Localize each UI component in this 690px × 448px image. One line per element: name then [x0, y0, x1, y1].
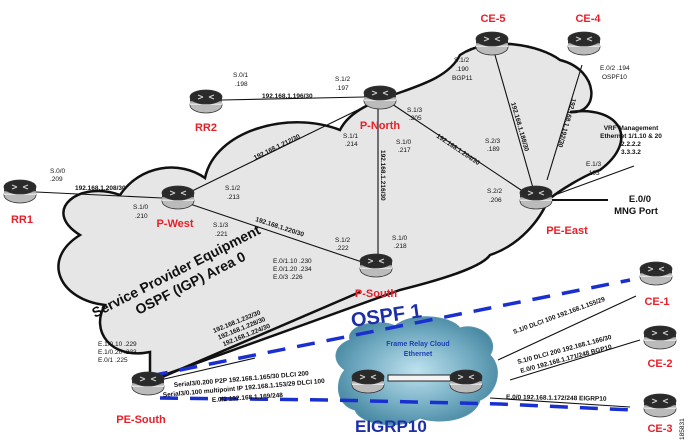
if-pnorth-peeast-name: S.1/3 — [407, 107, 423, 114]
subnet-rr1-pwest: 192.168.1.208/30 — [75, 185, 126, 192]
if-rr1-name: S.0/0 — [50, 168, 66, 175]
pe-south-link-labels: Serial3/0.200 P2P 192.168.1.165/30 DLCI … — [163, 370, 326, 404]
vrf-mgmt-interface: Ethernet 1/1.10 & 20 — [600, 133, 662, 140]
router-p-north[interactable] — [363, 85, 397, 110]
links — [35, 54, 641, 408]
ce-1-label: CE-1 — [644, 296, 669, 308]
router-p-south[interactable] — [359, 253, 393, 278]
p-north-label: P-North — [360, 120, 401, 132]
ce-2-label: CE-2 — [647, 358, 672, 370]
if-pwest-psouth-ip: .221 — [215, 231, 228, 238]
router-frame-relay-left[interactable] — [351, 369, 385, 394]
if-pesouth-eth-1: E.1/0.10 .229 — [98, 341, 137, 348]
if-psouth-pwest-ip: .222 — [336, 245, 349, 252]
pe-south-label: PE-South — [116, 414, 166, 426]
pe-south-e02: E.0/2 192.168.1.169/248 — [212, 392, 284, 404]
interface-labels: S.0/0 .209 S.0/1 .198 S.1/2 .197 S.1/1 .… — [50, 57, 662, 364]
router-labels: RR1 RR2 P-North P-West P-South PE-East P… — [11, 13, 673, 435]
if-peeast-e13-ip: .193 — [587, 170, 600, 177]
if-pesouth-eth-2: E.1/0.20 .233 — [98, 349, 137, 356]
ce-4-label: CE-4 — [575, 13, 601, 25]
if-psouth-pnorth-name: S.1/0 — [392, 235, 408, 242]
if-psouth-pwest-name: S.1/2 — [335, 237, 351, 244]
if-pwest-pnorth-name: S.1/2 — [225, 185, 241, 192]
figure-id: 185831 — [679, 418, 686, 440]
router-ce-4[interactable] — [567, 31, 601, 56]
rr2-label: RR2 — [195, 122, 217, 134]
if-pnorth-psouth-name: S.1/0 — [396, 139, 412, 146]
ce-3-label: CE-3 — [647, 423, 672, 435]
subnet-pnorth-psouth: 192.168.1.216/30 — [379, 150, 386, 201]
if-pesouth-eth-3: E.0/1 .225 — [98, 357, 128, 364]
ce3-link-label: E.0/0 192.168.1.172/248 EIGRP10 — [506, 394, 607, 403]
if-ce5-name: S.1/2 — [454, 57, 470, 64]
if-peeast-pnorth-ip: .206 — [489, 197, 502, 204]
eigrp-label: EIGRP10 — [355, 417, 427, 436]
router-ce-3[interactable] — [643, 393, 677, 418]
if-pnorth-peeast-ip: .205 — [409, 115, 422, 122]
subnet-rr2-pnorth: 192.168.1.196/30 — [262, 93, 313, 100]
if-pnorth-pwest-name: S.1/1 — [343, 133, 359, 140]
if-ce4-ospf: OSPF10 — [602, 74, 627, 81]
if-pwest-rr1-name: S.1/0 — [133, 204, 149, 211]
if-psouth-pnorth-ip: .218 — [394, 243, 407, 250]
if-pnorth-psouth-ip: .217 — [398, 147, 411, 154]
pe-east-label: PE-East — [546, 225, 588, 237]
if-ce4-name: E.0/2 .194 — [600, 65, 630, 72]
router-pe-east[interactable] — [519, 185, 553, 210]
router-rr2[interactable] — [189, 89, 223, 114]
if-psouth-eth-3: E.0/3 .226 — [273, 274, 303, 281]
if-peeast-ce5-name: S.2/3 — [485, 138, 501, 145]
p-south-label: P-South — [355, 288, 397, 300]
if-pwest-rr1-ip: .210 — [135, 213, 148, 220]
rr1-label: RR1 — [11, 214, 33, 226]
if-peeast-ce5-ip: .189 — [487, 146, 500, 153]
if-psouth-eth-1: E.0/1.10 .230 — [273, 258, 312, 265]
ospf-boundary — [149, 278, 631, 378]
ce-5-label: CE-5 — [480, 13, 505, 25]
mng-port-label: MNG Port — [614, 206, 659, 217]
if-rr1-ip: .209 — [50, 176, 63, 183]
router-ce-1[interactable] — [639, 261, 673, 286]
vrf-mgmt-ip-2: 3.3.3.2 — [621, 149, 641, 156]
if-psouth-eth-2: E.0/1.20 .234 — [273, 266, 312, 273]
if-pwest-psouth-name: S.1/3 — [213, 222, 229, 229]
vrf-mgmt-ip-1: 2.2.2.2 — [621, 141, 641, 148]
router-ce-5[interactable] — [475, 31, 509, 56]
router-ce-2[interactable] — [643, 325, 677, 350]
if-pnorth-rr2-ip: .197 — [336, 85, 349, 92]
router-rr1[interactable] — [3, 179, 37, 204]
if-ce5-bgp: BGP11 — [452, 75, 473, 82]
eigrp-boundary — [159, 396, 633, 412]
frame-relay-cloud: Frame Relay Cloud Ethernet — [335, 316, 498, 426]
if-ce5-ip: .190 — [456, 66, 469, 73]
frame-relay-label: Frame Relay Cloud — [386, 341, 449, 348]
router-frame-relay-right[interactable] — [449, 369, 483, 394]
if-peeast-e13-name: E.1/3 — [586, 161, 602, 168]
if-pnorth-pwest-ip: .214 — [345, 141, 358, 148]
mng-port-interface: E.0/0 — [629, 194, 651, 205]
if-rr2-name: S.0/1 — [233, 72, 249, 79]
if-pnorth-rr2-name: S.1/2 — [335, 76, 351, 83]
sp-cloud — [57, 42, 623, 382]
p-west-label: P-West — [156, 218, 193, 230]
router-pe-south[interactable] — [131, 371, 165, 396]
vrf-mgmt-title: VRF Management — [604, 125, 659, 132]
if-pwest-pnorth-ip: .213 — [227, 194, 240, 201]
ethernet-label: Ethernet — [404, 351, 433, 358]
if-rr2-ip: .198 — [235, 81, 248, 88]
router-p-west[interactable] — [161, 185, 195, 210]
if-peeast-pnorth-name: S.2/2 — [487, 188, 503, 195]
